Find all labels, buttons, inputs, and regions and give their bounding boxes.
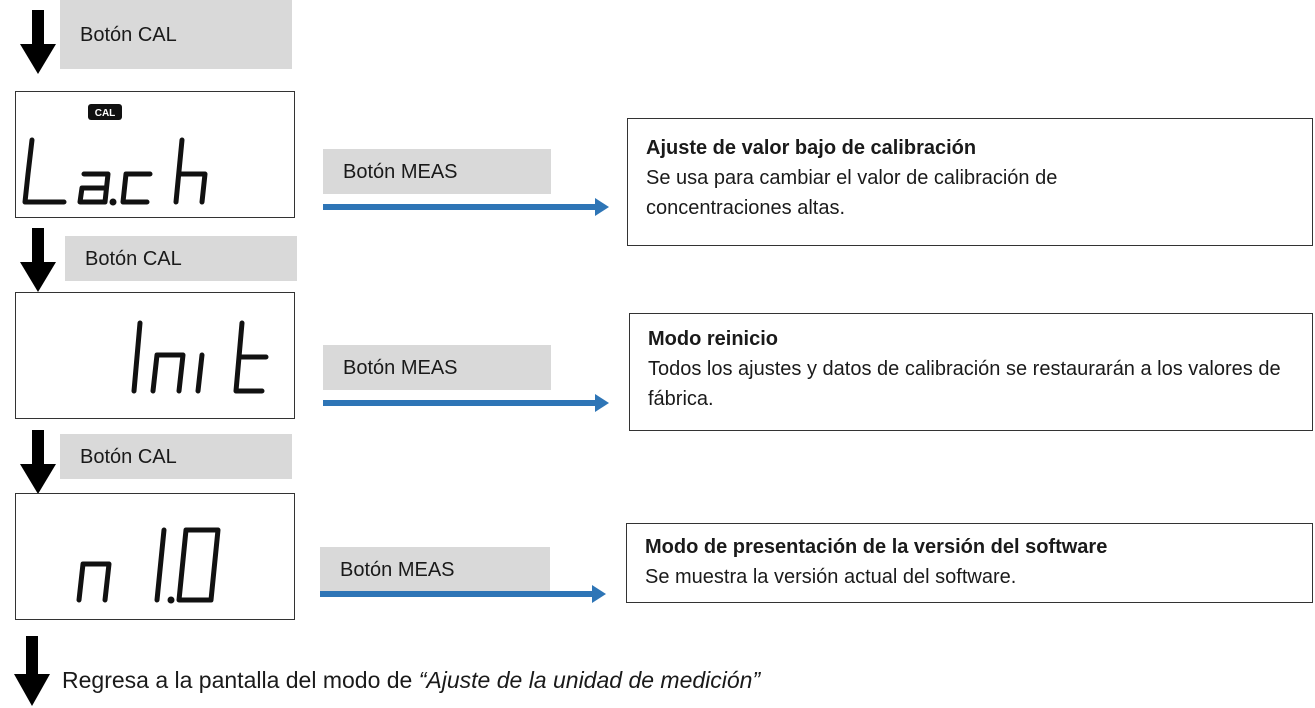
lcd-display-version (15, 493, 295, 620)
description-box-calibration: Ajuste de valor bajo de calibración Se u… (627, 118, 1313, 246)
lcd-display-lach: CAL (15, 91, 295, 218)
lcd-digits-lach: CAL (22, 104, 208, 206)
cal-button-label-1: Botón CAL (60, 0, 292, 69)
meas-button-label-1: Botón MEAS (323, 149, 551, 194)
description-body: Todos los ajustes y datos de calibración… (648, 358, 1281, 410)
lcd-digits-init (131, 320, 269, 394)
description-body: Se usa para cambiar el valor de calibrac… (646, 167, 1058, 219)
cal-badge-text: CAL (95, 108, 116, 119)
description-title: Modo reinicio (648, 328, 778, 350)
down-arrow-2 (20, 228, 56, 292)
down-arrow-4 (14, 636, 50, 706)
meas-button-label-2: Botón MEAS (323, 345, 551, 390)
meas-arrow-1 (323, 198, 609, 216)
down-arrow-1 (20, 10, 56, 74)
lcd-display-init (15, 292, 295, 419)
return-note: Regresa a la pantalla del modo de “Ajust… (62, 667, 760, 694)
cal-button-label-3: Botón CAL (60, 434, 292, 479)
description-body: Se muestra la versión actual del softwar… (645, 566, 1017, 588)
lcd-digits-version (76, 527, 221, 604)
return-note-prefix: Regresa a la pantalla del modo de (62, 667, 419, 693)
meas-arrow-2 (323, 394, 609, 412)
meas-button-label-3: Botón MEAS (320, 547, 550, 592)
description-box-software: Modo de presentación de la versión del s… (626, 523, 1313, 603)
description-box-reset: Modo reinicio Todos los ajustes y datos … (629, 313, 1313, 431)
cal-button-label-2: Botón CAL (65, 236, 297, 281)
description-title: Ajuste de valor bajo de calibración (646, 137, 977, 159)
down-arrow-3 (20, 430, 56, 494)
meas-arrow-3 (320, 585, 606, 603)
description-title: Modo de presentación de la versión del s… (645, 536, 1108, 558)
return-note-emphasis: “Ajuste de la unidad de medición” (418, 667, 761, 693)
